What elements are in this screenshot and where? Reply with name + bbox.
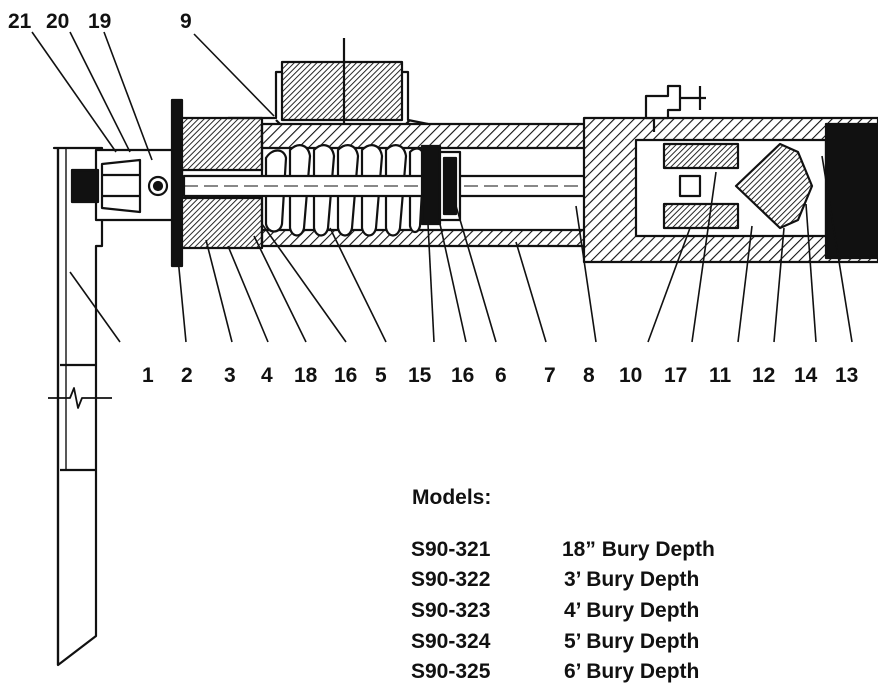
callout-9: 9 [180,10,192,33]
callout-10: 10 [619,364,642,387]
callout-15: 15 [408,364,432,387]
bury-depth: 5’ Bury Depth [564,630,699,653]
leader-lines [31,31,853,343]
valve-housing [582,116,878,264]
model-number: S90-323 [411,599,490,622]
bury-depth: 6’ Bury Depth [564,660,699,683]
bury-depth: 18” Bury Depth [562,538,715,561]
callout-13: 13 [835,364,858,387]
callout-19: 19 [88,10,111,33]
model-number: S90-321 [411,538,491,561]
callout-18: 18 [294,364,318,387]
model-number: S90-324 [411,630,491,653]
tee-outlet [228,38,429,136]
callout-17: 17 [664,364,687,387]
callout-20: 20 [46,10,69,33]
model-number: S90-322 [411,568,490,591]
handle-arm [48,146,112,667]
callout-1: 1 [142,364,154,387]
clevis-assembly [70,148,184,222]
models-table: Models: S90-321 18” Bury Depth S90-322 3… [411,486,715,683]
callout-16b: 16 [451,364,474,387]
packing-gland [180,116,264,250]
callout-3: 3 [224,364,236,387]
callout-11: 11 [709,364,732,387]
elbow-fitting [644,84,706,132]
bury-depth: 3’ Bury Depth [564,568,699,591]
callout-2: 2 [181,364,193,387]
callout-21: 21 [8,10,32,33]
callout-7: 7 [544,364,556,387]
model-number: S90-325 [411,660,491,683]
stem-nut-set [420,144,462,226]
models-heading: Models: [412,486,491,509]
callout-16: 16 [334,364,357,387]
callout-14: 14 [794,364,818,387]
callout-6: 6 [495,364,507,387]
callout-8: 8 [583,364,595,387]
callout-4: 4 [261,364,273,387]
callout-12: 12 [752,364,775,387]
bury-depth: 4’ Bury Depth [564,599,699,622]
bottom-callouts: 1 2 3 4 18 16 5 15 16 6 7 8 10 17 11 12 … [142,364,858,387]
top-callouts: 21 20 19 9 [8,10,192,33]
callout-5: 5 [375,364,387,387]
flange-plate [170,98,184,268]
